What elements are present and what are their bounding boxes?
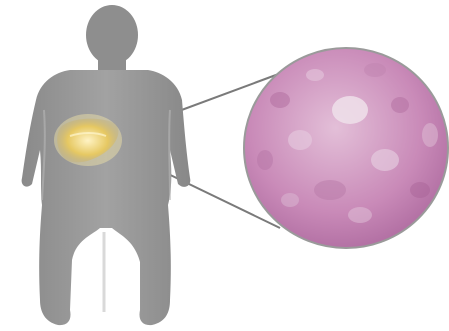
tissue-magnification-circle	[244, 48, 448, 248]
silhouette-head	[86, 5, 138, 65]
liver-icon	[54, 114, 122, 166]
human-silhouette-icon	[22, 5, 191, 325]
silhouette-body	[22, 70, 191, 325]
